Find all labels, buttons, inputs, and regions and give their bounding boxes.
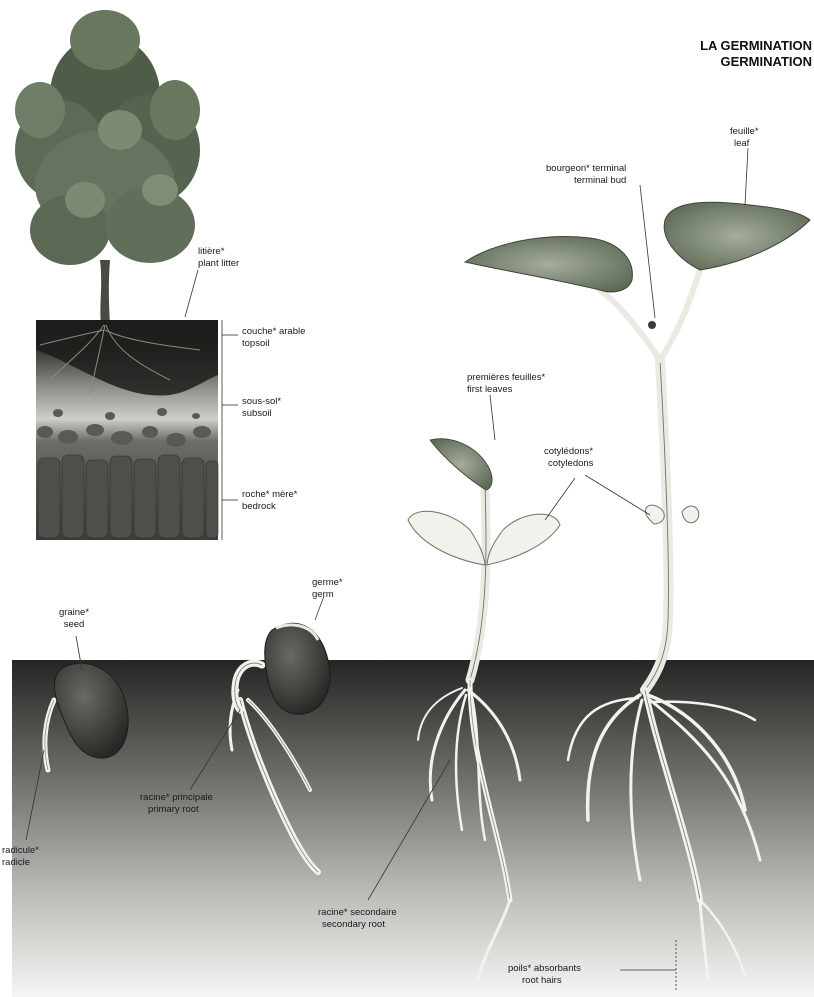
svg-text:germ: germ bbox=[312, 589, 334, 600]
bedrock-columns bbox=[38, 455, 218, 538]
svg-text:bedrock: bedrock bbox=[242, 501, 276, 512]
svg-text:feuille*: feuille* bbox=[730, 126, 759, 137]
title-french: LA GERMINATION bbox=[700, 38, 812, 53]
label-germ: germe* germ bbox=[312, 577, 343, 600]
svg-text:litière*: litière* bbox=[198, 246, 225, 257]
diagram-title: LA GERMINATION GERMINATION bbox=[700, 38, 812, 69]
label-subsoil: sous-sol* subsoil bbox=[242, 396, 281, 419]
svg-text:cotylédons*: cotylédons* bbox=[544, 446, 593, 457]
svg-text:root hairs: root hairs bbox=[522, 975, 562, 986]
svg-text:premières feuilles*: premières feuilles* bbox=[467, 372, 545, 383]
first-leaves-shape bbox=[430, 439, 492, 490]
svg-text:plant litter: plant litter bbox=[198, 258, 239, 269]
tree-trunk bbox=[100, 260, 110, 325]
svg-text:roche* mère*: roche* mère* bbox=[242, 489, 298, 500]
svg-text:radicle: radicle bbox=[2, 857, 30, 868]
svg-text:topsoil: topsoil bbox=[242, 338, 269, 349]
svg-text:sous-sol*: sous-sol* bbox=[242, 396, 281, 407]
label-topsoil: couche* arable topsoil bbox=[242, 326, 305, 349]
label-leaf: feuille* leaf bbox=[730, 126, 759, 149]
svg-text:secondary root: secondary root bbox=[322, 919, 385, 930]
label-seed: graine* seed bbox=[59, 607, 89, 630]
svg-text:couche* arable: couche* arable bbox=[242, 326, 305, 337]
cotyledon-small-right bbox=[682, 506, 699, 523]
svg-text:radicule*: radicule* bbox=[2, 845, 39, 856]
cotyledon-small-left bbox=[645, 505, 664, 524]
leaf-right bbox=[664, 202, 810, 270]
title-english: GERMINATION bbox=[721, 54, 812, 69]
cotyledon-right bbox=[487, 514, 560, 565]
label-bedrock: roche* mère* bedrock bbox=[242, 489, 298, 512]
svg-text:leaf: leaf bbox=[734, 138, 750, 149]
label-first-leaves: premières feuilles* first leaves bbox=[467, 372, 545, 395]
label-terminal-bud: bourgeon* terminal terminal bud bbox=[546, 163, 626, 186]
svg-text:first leaves: first leaves bbox=[467, 384, 513, 395]
svg-text:germe*: germe* bbox=[312, 577, 343, 588]
soil-ground bbox=[12, 660, 814, 997]
tree-illustration bbox=[15, 10, 200, 325]
label-cotyledons: cotylédons* cotyledons bbox=[544, 446, 594, 469]
leaf-left bbox=[465, 237, 632, 292]
svg-text:cotyledons: cotyledons bbox=[548, 458, 594, 469]
svg-text:bourgeon* terminal: bourgeon* terminal bbox=[546, 163, 626, 174]
svg-text:subsoil: subsoil bbox=[242, 408, 272, 419]
svg-text:racine* secondaire: racine* secondaire bbox=[318, 907, 397, 918]
cotyledon-left bbox=[408, 511, 485, 565]
svg-text:seed: seed bbox=[64, 619, 85, 630]
terminal-bud-mark bbox=[648, 321, 656, 329]
soil-profile bbox=[36, 320, 222, 540]
tree-foliage bbox=[15, 10, 200, 265]
svg-text:primary root: primary root bbox=[148, 804, 199, 815]
svg-text:terminal bud: terminal bud bbox=[574, 175, 626, 186]
svg-text:graine*: graine* bbox=[59, 607, 89, 618]
svg-text:poils* absorbants: poils* absorbants bbox=[508, 963, 581, 974]
svg-text:racine* principale: racine* principale bbox=[140, 792, 213, 803]
label-plant-litter: litière* plant litter bbox=[198, 246, 239, 269]
